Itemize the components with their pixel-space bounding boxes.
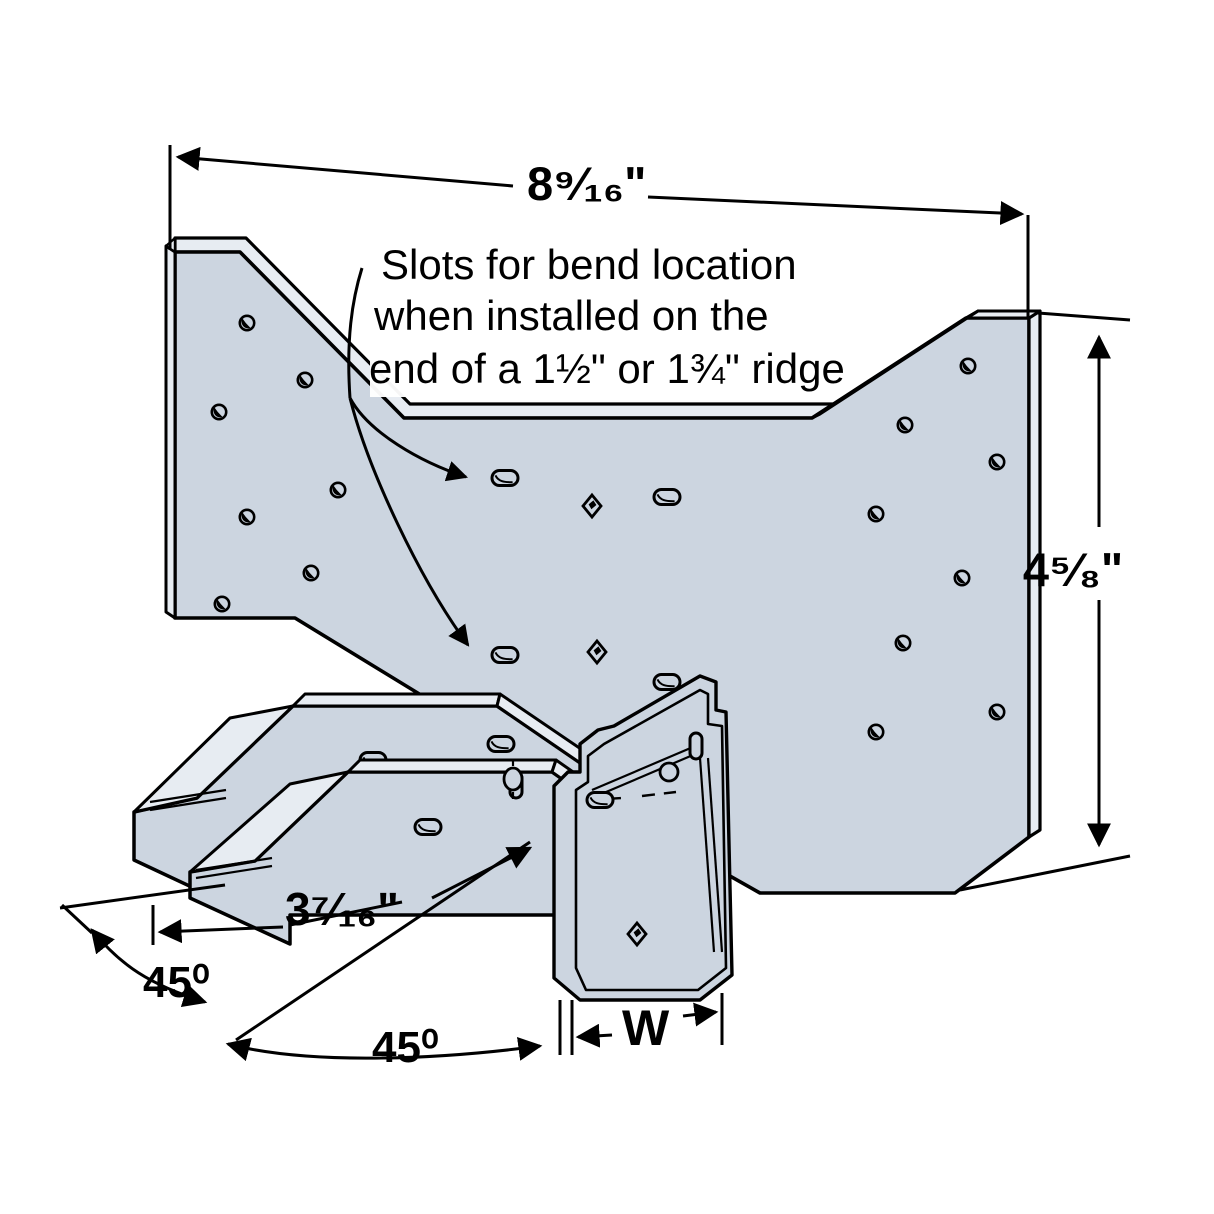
nail-hole <box>959 357 977 375</box>
dimension-seat-width: W <box>558 993 724 1056</box>
seat-inner-face <box>574 688 728 992</box>
nail-hole <box>894 634 912 652</box>
seat-depth-line <box>698 757 716 953</box>
nail-hole <box>302 564 320 582</box>
nail-hole <box>329 481 347 499</box>
rear-flange-top-band <box>291 692 502 708</box>
nail-hole <box>867 505 885 523</box>
note-leader-branch-upper <box>348 397 468 482</box>
dimension-arrow-w-left <box>575 1023 613 1048</box>
seat-depth-line <box>591 742 701 792</box>
extension-line-bottom <box>959 854 1131 892</box>
dimension-angle-upper: 45⁰ <box>60 903 210 1008</box>
oval-bend-slot <box>652 488 682 506</box>
plate-right-chamfer-band <box>810 309 980 420</box>
plate-left-edge-band <box>164 244 177 620</box>
angle-leader-lower <box>431 846 533 900</box>
note-line-3: end of a 1½" or 1¾" ridge <box>369 345 845 392</box>
front-flange-bend-line <box>195 856 273 872</box>
angle-arc-upper <box>90 928 208 1008</box>
u-shaped-seat <box>486 674 734 1002</box>
nail-hole <box>988 453 1006 471</box>
nail-hole <box>210 403 228 421</box>
note-text-backdrop <box>370 237 830 397</box>
oval-bend-slot <box>486 735 516 753</box>
dimension-label-angle-lower: 45⁰ <box>372 1023 439 1072</box>
dimension-arrow-w-right <box>682 1002 719 1027</box>
note-line-2: when installed on the <box>373 292 769 339</box>
dimension-arrow-right <box>647 195 1025 226</box>
dimension-label-flange-length: 3⁷⁄₁₆" <box>285 883 399 935</box>
dimension-leader-flange <box>289 900 403 927</box>
front-flange-top-band <box>346 758 558 774</box>
dimension-label-angle-upper: 45⁰ <box>143 958 210 1007</box>
front-flange-bend-line <box>195 864 273 880</box>
dimension-label-overall-width: 8⁹⁄₁₆" <box>527 157 646 210</box>
nail-hole <box>238 314 256 332</box>
extension-line-top <box>1037 311 1131 322</box>
junction-nail-hole-2 <box>658 761 680 783</box>
oval-bend-slot <box>585 791 615 809</box>
oval-bend-slot <box>652 673 682 691</box>
angle-arc-lower <box>225 1036 543 1062</box>
nail-hole <box>867 723 885 741</box>
bend-slot-note: Slots for bend location when installed o… <box>347 237 845 647</box>
angle-ref-line-upper <box>60 903 94 935</box>
oval-bend-slot <box>413 818 443 836</box>
nail-hole <box>988 703 1006 721</box>
rear-flange-bend-line <box>149 788 227 804</box>
nail-hole <box>896 416 914 434</box>
seat-depth-line <box>706 757 724 953</box>
junction-nail-hole <box>502 760 524 799</box>
dimension-overall-width: 8⁹⁄₁₆" <box>168 145 1030 318</box>
main-back-plate <box>164 236 1042 895</box>
dimension-arrow-left <box>175 146 514 188</box>
rear-flange-bend-line <box>149 796 227 812</box>
dimension-label-seat-width: W <box>622 1000 670 1056</box>
nail-hole <box>953 569 971 587</box>
nail-hole <box>238 508 256 526</box>
angle-ref-line-lower <box>235 840 531 1042</box>
note-line-1: Slots for bend location <box>381 241 797 288</box>
reference-line-flange <box>59 883 226 910</box>
nail-hole <box>213 595 231 613</box>
seat-depth-line <box>591 750 701 800</box>
oval-bend-slot <box>490 646 520 664</box>
nail-hole <box>296 371 314 389</box>
note-leader-stem <box>347 267 364 399</box>
oval-bend-slot <box>490 469 520 487</box>
seat-hidden-line <box>641 790 677 798</box>
dimension-overall-height: 4⁵⁄₈" <box>959 311 1131 892</box>
oval-bend-slot <box>688 731 704 761</box>
dimension-label-overall-height: 4⁵⁄₈" <box>1023 543 1123 596</box>
dimension-angle-lower: 45⁰ <box>225 840 543 1072</box>
note-leader-branch-lower <box>348 397 470 647</box>
